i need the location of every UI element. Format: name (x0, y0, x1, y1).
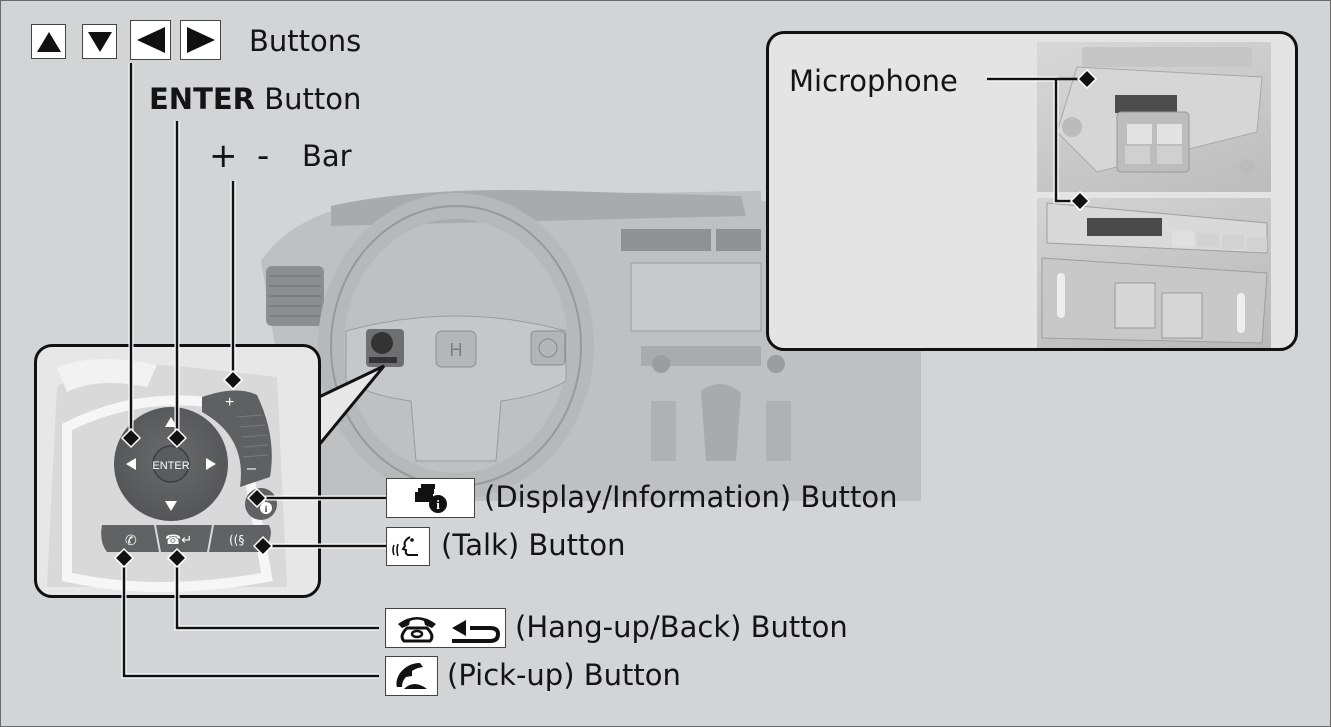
infotainment-screen (630, 262, 762, 332)
center-vent-left (621, 229, 711, 251)
marker-diamond (120, 427, 142, 449)
marker-diamond (1069, 190, 1091, 212)
svg-text:H: H (450, 340, 463, 360)
leader-microphone-2 (987, 77, 1079, 203)
enter-button[interactable] (152, 445, 190, 483)
svg-text:i: i (436, 497, 440, 512)
gear-shifter (701, 383, 741, 461)
microphone-inset: Microphone (766, 31, 1298, 351)
pad-left-arrow[interactable] (126, 458, 136, 470)
volume-minus-label: – (247, 460, 256, 477)
overhead-console-photo-2 (1037, 198, 1271, 348)
enter-label: ENTER (152, 460, 189, 472)
overhead-console-photo-1 (1037, 42, 1271, 192)
marker-diamond (246, 487, 268, 509)
minus-symbol: - (257, 136, 270, 176)
right-arrow-key-icon (180, 20, 221, 60)
svg-text:((§: ((§ (229, 533, 244, 547)
svg-text:✆: ✆ (125, 533, 137, 549)
svg-text:☎↵: ☎↵ (165, 533, 192, 548)
pickup-label: (Pick-up) Button (447, 658, 681, 692)
marker-diamond (1076, 68, 1098, 90)
bar-label: Bar (302, 139, 352, 173)
enter-bold-text: ENTER (149, 82, 256, 116)
marker-diamond (166, 427, 188, 449)
pad-down-arrow[interactable] (165, 501, 177, 511)
up-arrow-key-icon (31, 24, 66, 59)
microphone-label: Microphone (789, 64, 958, 98)
marker-diamond (252, 535, 274, 557)
wheel-right-switch-panel (530, 330, 566, 366)
arrow-buttons-label: Buttons (249, 24, 362, 58)
marker-diamond (222, 369, 244, 391)
volume-plus-label: + (225, 394, 234, 411)
leader-hangup-back (175, 559, 379, 630)
hangup-back-label: (Hang-up/Back) Button (515, 610, 848, 644)
plus-symbol: + (209, 136, 238, 176)
center-vent-right (716, 229, 761, 251)
svg-text:i: i (265, 504, 268, 514)
leader-pickup (122, 559, 379, 678)
hangup-back-icon (385, 608, 506, 648)
microphone-grille-2 (1087, 218, 1162, 236)
marker-diamond (166, 547, 188, 569)
marker-diamond (113, 547, 135, 569)
pad-right-arrow[interactable] (206, 458, 216, 470)
microphone-grille-1 (1115, 95, 1177, 113)
climate-controls (641, 346, 761, 366)
enter-rest-text: Button (255, 82, 362, 116)
left-arrow-key-icon (130, 20, 171, 60)
talk-icon (386, 527, 430, 566)
pad-up-arrow[interactable] (165, 417, 177, 427)
volume-bar[interactable] (202, 390, 272, 487)
display-info-icon: i (386, 478, 475, 518)
honda-logo (435, 330, 477, 368)
talk-label: (Talk) Button (441, 528, 626, 562)
display-info-label: (Display/Information) Button (484, 480, 898, 514)
pickup-button[interactable] (101, 525, 159, 552)
down-arrow-key-icon (82, 24, 117, 59)
enter-button-label: ENTER Button (149, 85, 361, 114)
hangup-back-button[interactable] (156, 525, 212, 552)
pickup-icon (385, 656, 438, 696)
